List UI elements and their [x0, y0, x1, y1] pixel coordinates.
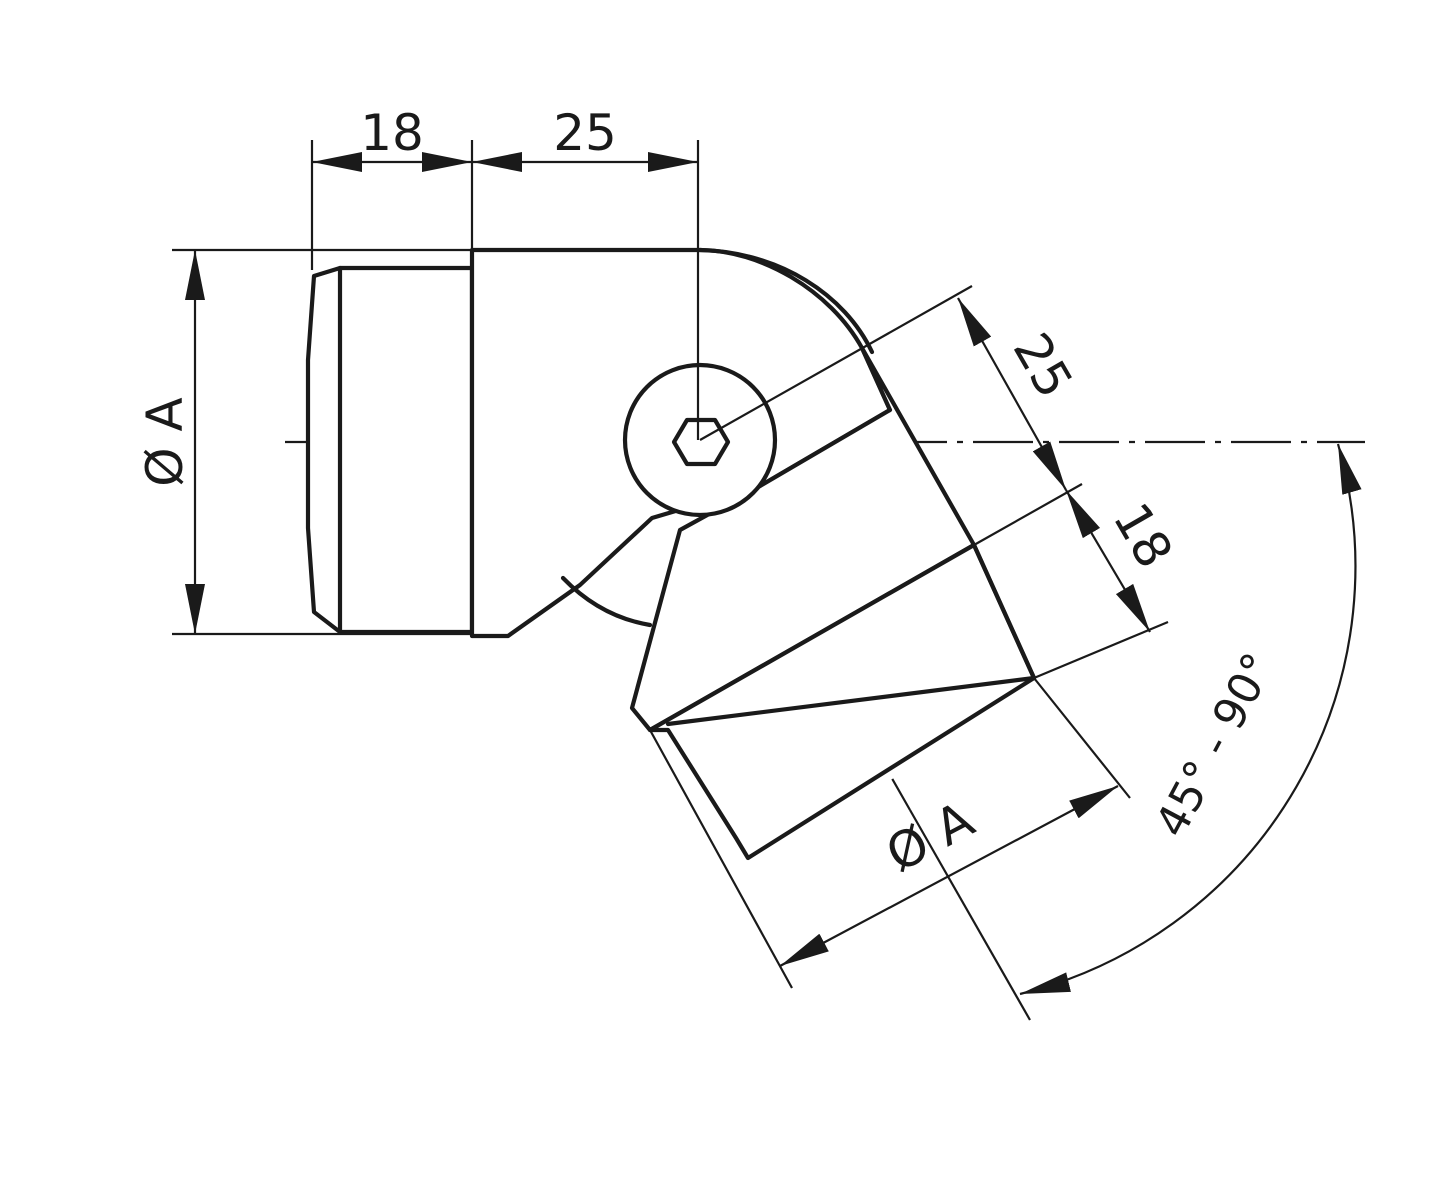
- hex-socket-icon: [671, 417, 731, 467]
- angle-arc: [1019, 443, 1362, 996]
- ext-line-angle: [909, 809, 1031, 1021]
- left-tube-section: [305, 265, 475, 635]
- ext-line-angled-mid: [973, 483, 1083, 546]
- ext-line-arm-right: [1033, 677, 1131, 799]
- dim-dia-bottom-label: Ø A: [877, 790, 983, 883]
- ext-line-angled-pivot: [699, 285, 973, 441]
- left-tube-end: [305, 265, 475, 635]
- ext-line-arm-left: [649, 729, 793, 989]
- top-dimensions: 18 25: [310, 104, 700, 440]
- angled-arm-chamfer-line: [665, 675, 1037, 727]
- dim-angled-18-label: 18: [1102, 493, 1184, 577]
- dim-angle-label: 45° - 90°: [1146, 645, 1285, 845]
- dim-dia-left-label: Ø A: [136, 397, 194, 486]
- joint-arc: [560, 575, 653, 628]
- elbow-outer-arc: [697, 247, 875, 355]
- dim-angled-25-label: 25: [1002, 323, 1084, 407]
- dim-top-left-label: 18: [360, 104, 424, 162]
- left-diameter-dimension: Ø A: [136, 248, 700, 636]
- angled-arm-body: [629, 345, 977, 733]
- dim-top-right-label: 25: [553, 104, 617, 162]
